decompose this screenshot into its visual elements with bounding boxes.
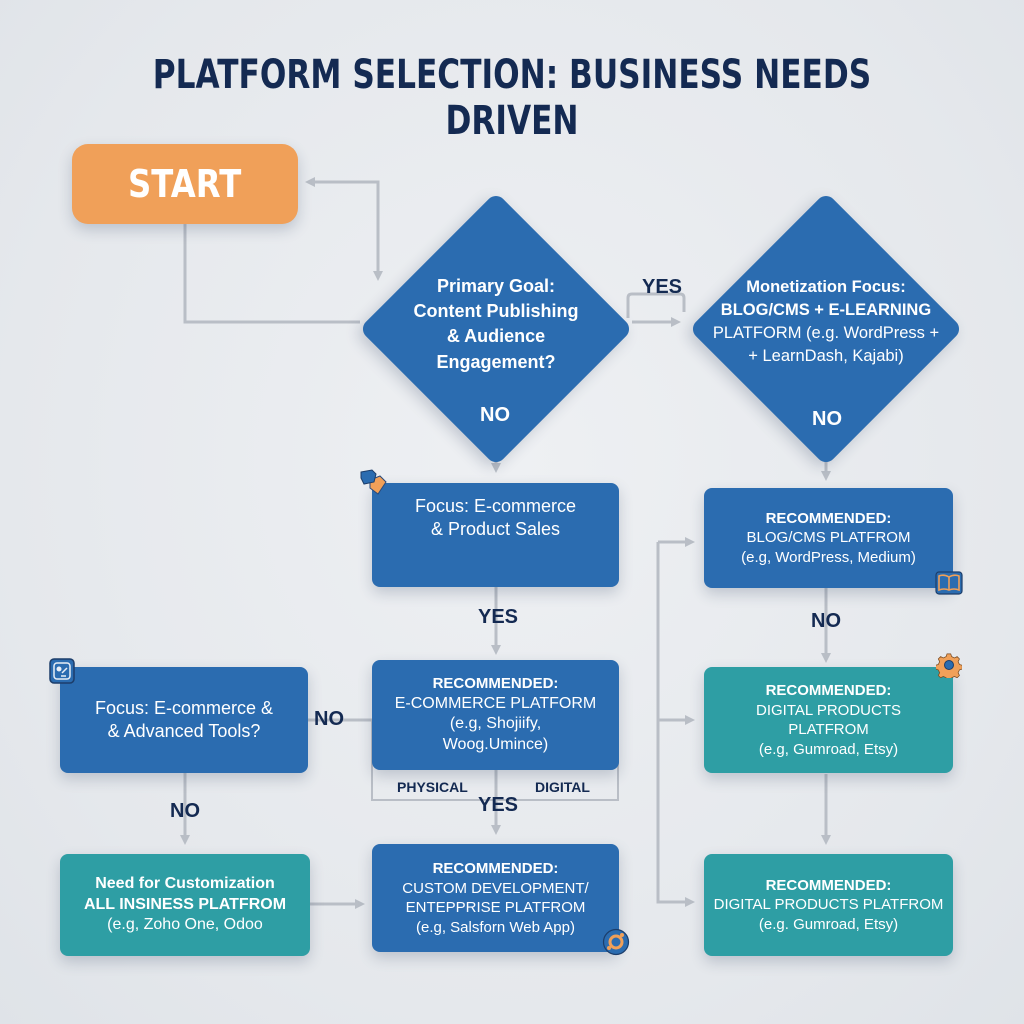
node-subtitle: ENTEPPRISE PLATFROM — [405, 899, 586, 916]
edge-label-no: NO — [170, 800, 200, 822]
decision-line: Primary Goal: — [436, 276, 556, 296]
decision-line: Engagement? — [436, 351, 556, 372]
puzzle-icon — [360, 469, 387, 495]
connector-start-down — [183, 224, 360, 324]
node-focus-ecommerce[interactable]: Focus: E-commerce & Product Sales — [372, 483, 619, 587]
gear-icon — [936, 653, 962, 678]
node-subtitle: PLATFROM — [788, 721, 869, 738]
node-subtitle: E-COMMERCE PLATFORM — [394, 694, 597, 712]
node-title: RECOMMENDED: — [765, 682, 892, 699]
node-example: (e.g, Shojiify, — [449, 715, 542, 733]
decision-line: Monetization Focus: — [746, 278, 906, 296]
decision-line: + LearnDash, Kajabi) — [748, 347, 904, 366]
node-title: RECOMMENDED: — [765, 509, 892, 527]
decision-line: BLOG/CMS + E-LEARNING — [720, 301, 932, 320]
tools-icon — [49, 658, 75, 684]
book-icon — [935, 571, 963, 595]
node-subtitle: DIGITAL PRODUCTS PLATFROM — [713, 896, 944, 914]
edge-label-no: NO — [314, 708, 344, 730]
node-rec-blog[interactable]: RECOMMENDED: BLOG/CMS PLATFROM (e.g, Wor… — [704, 488, 953, 588]
node-line: & Advanced Tools? — [107, 721, 261, 741]
decision-line: PLATFORM (e.g. WordPress + — [712, 324, 940, 343]
node-subtitle: ALL INSINESS PLATFROM — [83, 895, 287, 913]
decision-monetization[interactable]: Monetization Focus: BLOG/CMS + E-LEARNIN… — [688, 191, 964, 476]
node-example: (e.g, Gumroad, Etsy) — [758, 740, 899, 758]
start-label: START — [128, 162, 242, 206]
node-subtitle: DIGITAL PRODUCTS — [755, 701, 901, 719]
edge-label-no: NO — [811, 610, 841, 632]
start-node[interactable]: START — [72, 144, 298, 224]
node-line: Focus: E-commerce & — [94, 697, 274, 718]
node-title: Need for Customization — [95, 874, 275, 892]
decision-no-label: NO — [812, 408, 842, 430]
node-line: Focus: E-commerce — [414, 496, 577, 516]
edge-label-yes: YES — [642, 276, 683, 298]
node-subtitle: CUSTOM DEVELOPMENT/ — [402, 879, 589, 897]
edge-label-physical: PHYSICAL — [397, 779, 468, 795]
node-title: RECOMMENDED: — [432, 860, 559, 877]
decision-primary-goal[interactable]: Primary Goal: Content Publishing & Audie… — [358, 191, 634, 476]
node-line: & Product Sales — [430, 519, 561, 540]
node-focus-advanced[interactable]: Focus: E-commerce & & Advanced Tools? — [60, 667, 308, 773]
node-subtitle: BLOG/CMS PLATFROM — [746, 529, 911, 547]
page-title: PLATFORM SELECTION: BUSINESS NEEDS DRIVE… — [152, 52, 872, 144]
node-example: Woog.Umince) — [442, 736, 549, 754]
node-title: RECOMMENDED: — [765, 876, 892, 894]
node-example: (e.g. Gumroad, Etsy) — [758, 915, 899, 933]
decision-line: & Audience — [446, 326, 546, 347]
decision-line: Content Publishing — [413, 301, 579, 322]
connector-bracket — [656, 542, 695, 907]
node-example: (e.g, Zoho One, Odoo — [107, 916, 263, 934]
node-rec-custom[interactable]: RECOMMENDED: CUSTOM DEVELOPMENT/ ENTEPPR… — [372, 844, 619, 952]
settings-badge-icon — [602, 928, 630, 956]
decision-no-label: NO — [480, 404, 510, 426]
node-example: (e.g, WordPress, Medium) — [741, 548, 916, 566]
edge-label-yes: YES — [478, 794, 519, 816]
edge-label-digital: DIGITAL — [535, 779, 590, 795]
node-rec-digital-2[interactable]: RECOMMENDED: DIGITAL PRODUCTS PLATFROM (… — [704, 854, 953, 956]
node-rec-ecommerce[interactable]: RECOMMENDED: E-COMMERCE PLATFORM (e.g, S… — [372, 660, 619, 770]
node-need-customization[interactable]: Need for Customization ALL INSINESS PLAT… — [60, 854, 310, 956]
node-rec-digital-1[interactable]: RECOMMENDED: DIGITAL PRODUCTS PLATFROM (… — [704, 667, 953, 773]
node-title: RECOMMENDED: — [432, 675, 559, 693]
edge-label-yes: YES — [478, 606, 519, 628]
node-example: (e.g, Salsforn Web App) — [416, 918, 575, 936]
